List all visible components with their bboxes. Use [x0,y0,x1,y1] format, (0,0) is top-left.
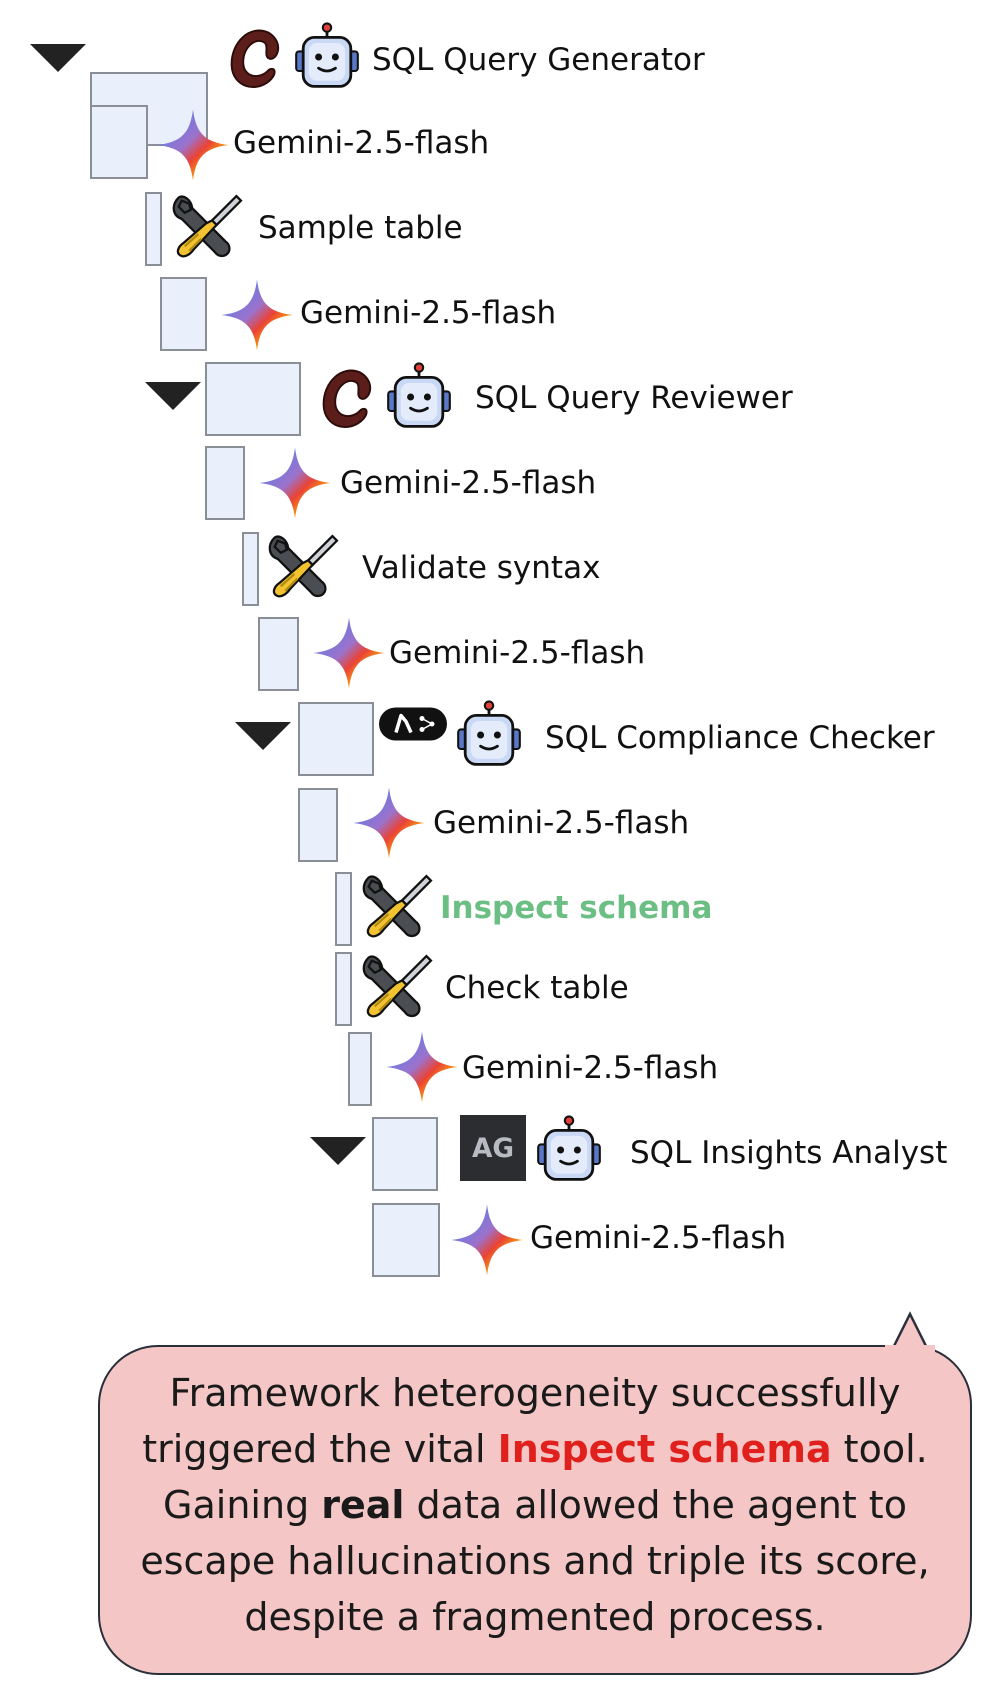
tool-wrench-screwdriver-icon [358,870,434,951]
callout-bubble [98,1345,972,1675]
callout-line-4: escape hallucinations and triple its sco… [140,1539,930,1583]
llm-label: Gemini-2.5-flash [233,125,490,161]
expand-toggle-triangle[interactable] [235,722,291,750]
tool-wrench-screwdriver-icon [264,530,340,611]
robot-agent-icon [454,700,524,775]
tool-wrench-screwdriver-icon [358,950,434,1031]
span-box [335,872,352,946]
expand-toggle-triangle[interactable] [30,44,86,72]
autogen-logo-icon: AG [460,1115,526,1186]
agent-label: SQL Query Reviewer [475,380,793,416]
llm-label: Gemini-2.5-flash [530,1220,787,1256]
llm-label: Gemini-2.5-flash [340,465,597,501]
span-box [335,952,352,1026]
span-box [145,192,162,266]
callout-highlight-tool: Inspect schema [497,1427,832,1471]
gemini-icon [312,616,386,695]
callout-tail-cover [885,1345,935,1354]
gemini-icon [156,108,230,187]
crewai-logo-icon [316,362,380,441]
gemini-icon [220,278,294,357]
llm-label: Gemini-2.5-flash [462,1050,719,1086]
tool-label: Validate syntax [362,550,601,586]
tool-label: Inspect schema [440,890,713,926]
crewai-logo-icon [224,22,288,101]
span-box [372,1117,438,1191]
span-box [258,617,299,691]
span-box [298,702,374,776]
callout-line-5: despite a fragmented process. [244,1595,826,1639]
robot-agent-icon [384,362,454,437]
tool-label: Sample table [258,210,463,246]
span-box [205,446,245,520]
llm-label: Gemini-2.5-flash [433,805,690,841]
llm-label: Gemini-2.5-flash [300,295,557,331]
gemini-icon [450,1203,524,1282]
tool-wrench-screwdriver-icon [168,190,244,271]
span-box [205,362,301,436]
span-box [298,788,338,862]
span-box [160,277,207,351]
svg-text:AG: AG [472,1133,514,1164]
callout-line-3: Gaining real data allowed the agent to [163,1483,907,1527]
tool-label: Check table [445,970,629,1006]
expand-toggle-triangle[interactable] [145,382,201,410]
span-box [242,532,259,606]
callout-bold-word: real [321,1483,405,1527]
span-box [90,105,148,179]
span-box [348,1032,372,1106]
langgraph-logo-icon [378,706,448,747]
callout-line-1: Framework heterogeneity successfully [169,1371,901,1415]
agent-label: SQL Query Generator [372,42,705,78]
expand-toggle-triangle[interactable] [310,1137,366,1165]
agent-label: SQL Insights Analyst [630,1135,948,1171]
callout-line-2: triggered the vital Inspect schema tool. [142,1427,928,1471]
span-box [372,1203,440,1277]
gemini-icon [258,446,332,525]
gemini-icon [352,786,426,865]
gemini-icon [385,1030,459,1109]
callout-text: Framework heterogeneity successfully tri… [98,1365,972,1645]
agent-label: SQL Compliance Checker [545,720,935,756]
llm-label: Gemini-2.5-flash [389,635,646,671]
robot-agent-icon [534,1115,604,1190]
robot-agent-icon [292,22,362,97]
